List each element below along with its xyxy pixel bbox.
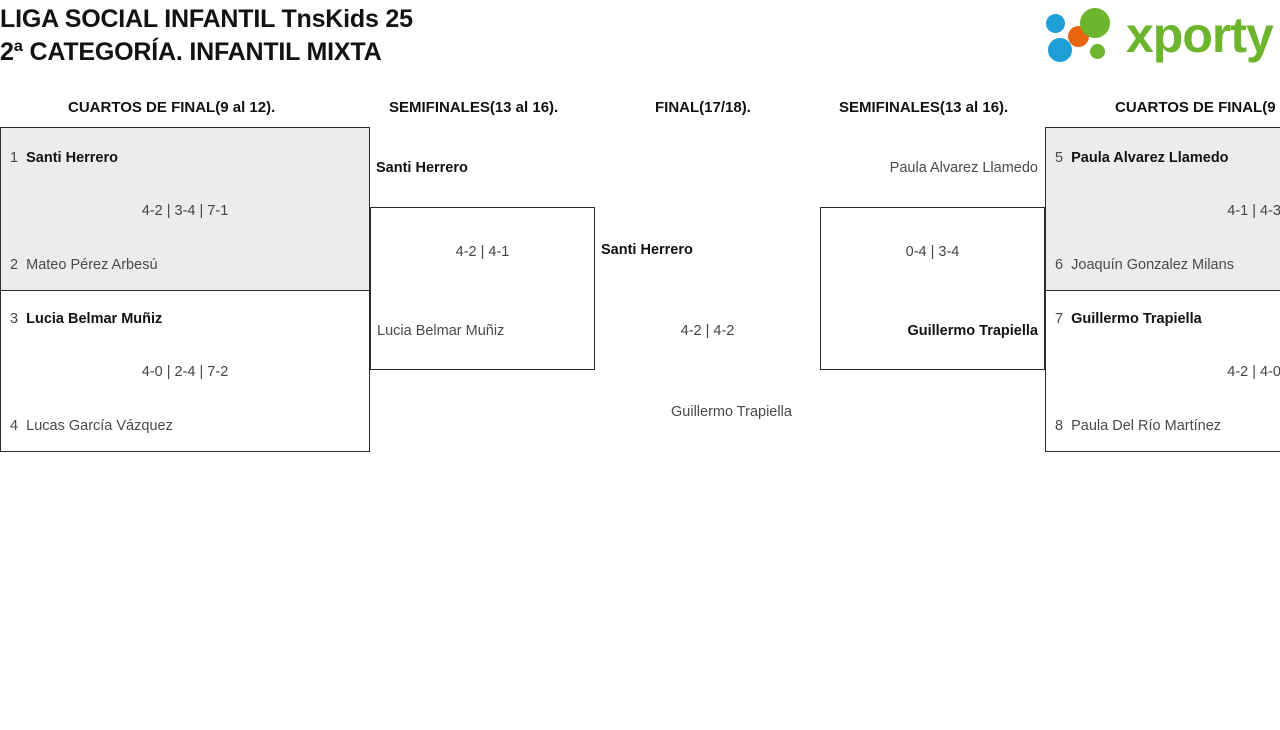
match-box-sf1[interactable]: 4-2 | 4-1 Lucia Belmar Muñiz bbox=[370, 207, 595, 370]
qf1-top-name: Santi Herrero bbox=[26, 150, 118, 166]
qf2-top-name: Lucia Belmar Muñiz bbox=[26, 311, 163, 327]
logo-wordmark: xporty bbox=[1126, 7, 1274, 63]
match-box-qf2[interactable]: 3 Lucia Belmar Muñiz 4-0 | 2-4 | 7-2 4 L… bbox=[0, 290, 370, 452]
qf2-score: 4-0 | 2-4 | 7-2 bbox=[141, 364, 229, 380]
sf1-top-slot: Santi Herrero bbox=[376, 160, 468, 176]
qf1-top-slot: 1 Santi Herrero bbox=[10, 149, 118, 167]
match-box-qf3[interactable]: 5 Paula Alvarez Llamedo 4-1 | 4-3 6 Joaq… bbox=[1045, 127, 1280, 291]
qf4-bottom-name: Paula Del Río Martínez bbox=[1071, 418, 1222, 434]
qf4-score: 4-2 | 4-0 bbox=[1227, 364, 1280, 380]
qf1-bottom-name: Mateo Pérez Arbesú bbox=[26, 257, 158, 273]
qf2-bottom-name: Lucas García Vázquez bbox=[26, 418, 173, 434]
final-score: 4-2 | 4-2 bbox=[680, 323, 735, 339]
match-box-qf4[interactable]: 7 Guillermo Trapiella 4-2 | 4-0 8 Paula … bbox=[1045, 290, 1280, 452]
sf1-bottom-slot: Lucia Belmar Muñiz bbox=[377, 323, 505, 339]
qf2-top-slot: 3 Lucia Belmar Muñiz bbox=[10, 310, 162, 328]
qf3-bottom-seed: 6 bbox=[1055, 257, 1072, 273]
qf1-score: 4-2 | 3-4 | 7-1 bbox=[141, 203, 229, 219]
qf1-bottom-seed: 2 bbox=[10, 257, 27, 273]
match-box-sf2[interactable]: 0-4 | 3-4 Guillermo Trapiella bbox=[820, 207, 1045, 370]
column-header-sf-right: SEMIFINALES(13 al 16). bbox=[839, 99, 1009, 116]
qf3-bottom-name: Joaquín Gonzalez Milans bbox=[1071, 257, 1234, 273]
sf2-top-slot: Paula Alvarez Llamedo bbox=[889, 160, 1038, 176]
qf3-top-name: Paula Alvarez Llamedo bbox=[1071, 150, 1229, 166]
qf4-top-seed: 7 bbox=[1055, 311, 1072, 327]
logo-dots-icon bbox=[1046, 8, 1124, 66]
xporty-logo: xporty bbox=[1046, 4, 1274, 68]
qf2-top-seed: 3 bbox=[10, 311, 27, 327]
qf3-bottom-slot: 6 Joaquín Gonzalez Milans bbox=[1055, 256, 1234, 274]
column-header-qf-right: CUARTOS DE FINAL(9 al 12). bbox=[1115, 99, 1280, 116]
qf1-bottom-slot: 2 Mateo Pérez Arbesú bbox=[10, 256, 158, 274]
column-header-qf-left: CUARTOS DE FINAL(9 al 12). bbox=[68, 99, 276, 116]
match-box-qf1[interactable]: 1 Santi Herrero 4-2 | 3-4 | 7-1 2 Mateo … bbox=[0, 127, 370, 291]
qf3-score: 4-1 | 4-3 bbox=[1227, 203, 1280, 219]
qf3-top-seed: 5 bbox=[1055, 150, 1072, 166]
qf2-bottom-seed: 4 bbox=[10, 418, 27, 434]
qf4-top-name: Guillermo Trapiella bbox=[1071, 311, 1202, 327]
final-bottom-slot: Guillermo Trapiella bbox=[671, 404, 792, 420]
qf4-top-slot: 7 Guillermo Trapiella bbox=[1055, 310, 1202, 328]
sf2-score: 0-4 | 3-4 bbox=[905, 244, 960, 260]
tournament-title-line2: 2ª CATEGORÍA. INFANTIL MIXTA bbox=[0, 38, 382, 66]
tournament-title-line1: LIGA SOCIAL INFANTIL TnsKids 25 bbox=[0, 5, 413, 33]
final-top-slot: Santi Herrero bbox=[601, 242, 693, 258]
page-title: LIGA SOCIAL INFANTIL TnsKids 25 2ª CATEG… bbox=[0, 0, 413, 69]
sf2-bottom-slot: Guillermo Trapiella bbox=[907, 323, 1038, 339]
qf4-bottom-slot: 8 Paula Del Río Martínez bbox=[1055, 417, 1221, 435]
qf3-top-slot: 5 Paula Alvarez Llamedo bbox=[1055, 149, 1229, 167]
sf1-score: 4-2 | 4-1 bbox=[455, 244, 510, 260]
column-header-sf-left: SEMIFINALES(13 al 16). bbox=[389, 99, 559, 116]
column-header-final: FINAL(17/18). bbox=[655, 99, 751, 116]
qf1-top-seed: 1 bbox=[10, 150, 27, 166]
qf4-bottom-seed: 8 bbox=[1055, 418, 1072, 434]
qf2-bottom-slot: 4 Lucas García Vázquez bbox=[10, 417, 173, 435]
